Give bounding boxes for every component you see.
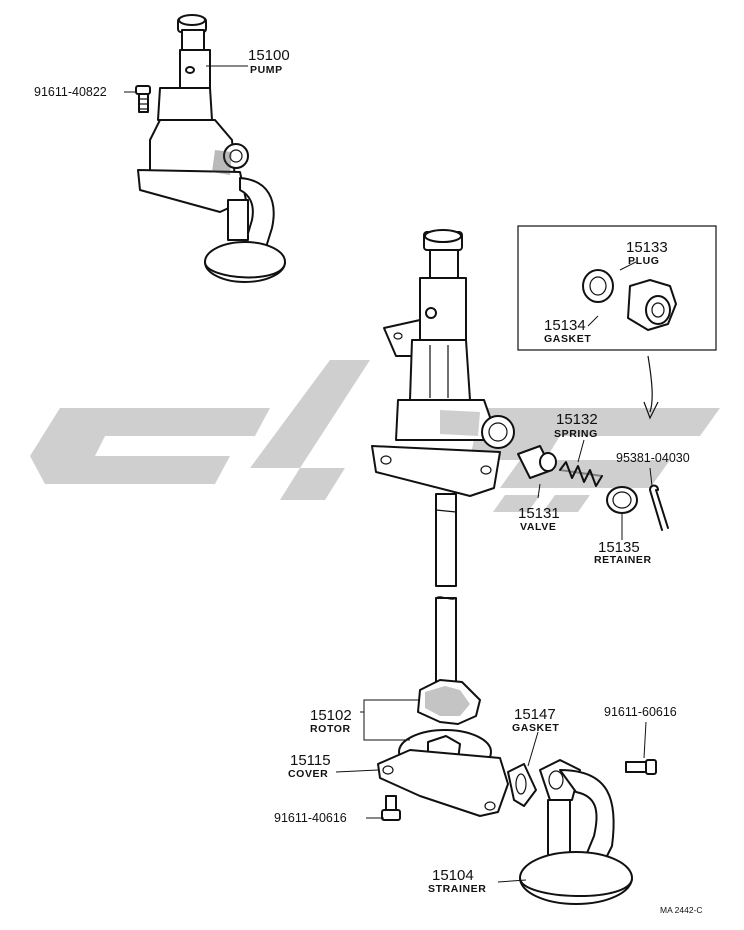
bolt-top-number: 91611-40822: [34, 85, 107, 99]
spring-name: SPRING: [554, 428, 598, 440]
retainer-name: RETAINER: [594, 554, 652, 566]
rotor-number: 15102: [310, 707, 352, 724]
figure-code: MA 2442-C: [660, 905, 703, 915]
valve-name: VALVE: [520, 521, 556, 533]
cover-drawing: [377, 729, 509, 817]
strainer-name: STRAINER: [428, 883, 486, 895]
gasket-strainer-name: GASKET: [512, 722, 559, 734]
cover-name: COVER: [288, 768, 328, 780]
retainer-number: 15135: [598, 539, 640, 556]
spring-drawing: [559, 461, 603, 487]
pump-body-main: [371, 229, 515, 497]
strainer-drawing: [519, 759, 633, 905]
pump-shaft: [435, 493, 457, 689]
inset-box: [517, 225, 717, 420]
bolt-right-number: 91611-60616: [604, 705, 677, 719]
spring-number: 15132: [556, 411, 598, 428]
retainer-drawing: [606, 486, 638, 514]
pump-number: 15100: [248, 47, 290, 64]
bolt-bottom-number: 91611-40616: [274, 811, 347, 825]
rotor-name: ROTOR: [310, 723, 351, 735]
gasket-strainer-number: 15147: [514, 706, 556, 723]
cotter-pin-drawing: [649, 484, 669, 531]
valve-number: 15131: [518, 505, 560, 522]
gasket-strainer-drawing: [507, 763, 537, 807]
labels: 15100 PUMP 91611-40822 15133 PLUG 15134 …: [34, 47, 703, 915]
valve-drawing: [517, 445, 557, 479]
plug-number: 15133: [626, 239, 668, 256]
gasket-plug-name: GASKET: [544, 333, 591, 345]
bolt-right-drawing: [625, 759, 657, 775]
bolt-top-drawing: [135, 85, 151, 113]
leader-lines: [124, 65, 653, 883]
strainer-number: 15104: [432, 867, 474, 884]
rotor-drawing: [417, 679, 481, 725]
bolt-bottom-drawing: [381, 795, 401, 821]
gasket-plug-number: 15134: [544, 317, 586, 334]
plug-name: PLUG: [628, 255, 660, 267]
pin-number: 95381-04030: [616, 451, 690, 465]
cover-number: 15115: [290, 752, 331, 769]
pump-name: PUMP: [250, 64, 283, 76]
pump-assembly-top: [137, 14, 286, 283]
